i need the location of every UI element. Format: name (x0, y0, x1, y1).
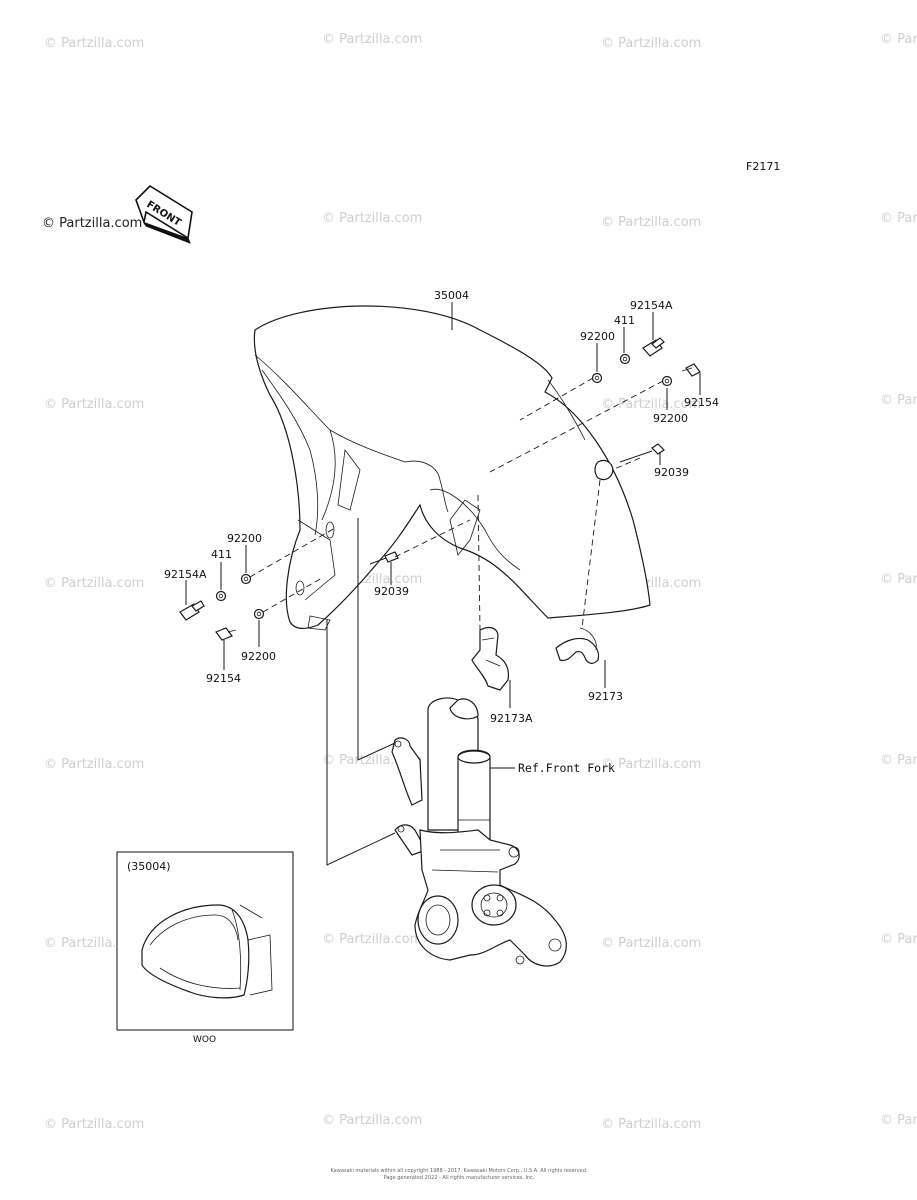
callout-92173: 92173 (588, 690, 623, 703)
watermark: © Partzilla.com (601, 757, 701, 772)
front-fender-part (253, 305, 651, 631)
callout-92154a-right: 92154A (630, 299, 673, 312)
callout-92200-left-bottom: 92200 (241, 650, 276, 663)
watermark: © Partzilla.com (880, 393, 917, 408)
callout-92154-right: 92154 (684, 396, 719, 409)
watermark: © Partzilla.com (44, 36, 144, 51)
watermark: © Partzilla.com (44, 576, 144, 591)
front-fork-part (391, 697, 567, 967)
watermark: © Partzilla.com (880, 572, 917, 587)
assembly-lines (249, 377, 664, 866)
callout-35004: 35004 (434, 289, 469, 302)
callout-92154a-left: 92154A (164, 568, 207, 581)
copyright-line-2: Page generated 2022 - All rights manufac… (384, 1175, 535, 1181)
copyright-line-1: Kawasaki materials within all copyright … (330, 1168, 587, 1174)
logo-watermark: © Partzilla.com (42, 216, 142, 231)
callout-92173a: 92173A (490, 712, 533, 725)
callout-92200-right-top: 92200 (580, 330, 615, 343)
watermark: © Partzilla.com (601, 1117, 701, 1132)
watermark: © Partzilla.com (880, 211, 917, 226)
watermark: © Partzilla.com (44, 757, 144, 772)
callout-92200-right-bottom: 92200 (653, 412, 688, 425)
watermark: © Partzilla.com (880, 932, 917, 947)
watermark: © Partzilla.com (44, 1117, 144, 1132)
copyright-footer: Kawasaki materials within all copyright … (330, 1168, 587, 1181)
watermark: © Partzilla.com (601, 36, 701, 51)
callout-92039-left: 92039 (374, 585, 409, 598)
watermark: © Partzilla.com (322, 1113, 422, 1128)
callout-labels: 35004 92154A 411 92200 92154 92200 92039… (164, 289, 719, 775)
callout-92154-left: 92154 (206, 672, 241, 685)
inset-fender-part (141, 904, 273, 999)
watermark: © Partzilla.com (322, 32, 422, 47)
watermark: © Partzilla.com (880, 753, 917, 768)
callout-92039-right: 92039 (654, 466, 689, 479)
inset-title: (35004) (127, 860, 171, 873)
left-hardware (179, 551, 399, 641)
watermark: © Partzilla.com (880, 32, 917, 47)
watermark: © Partzilla.com (44, 397, 144, 412)
callout-411-left: 411 (211, 548, 232, 561)
figure-code: F2171 (746, 160, 780, 173)
leader-lines (185, 302, 701, 769)
inset-caption: WOO (193, 1035, 216, 1045)
callout-92200-left-top: 92200 (227, 532, 262, 545)
front-arrow-icon: FRONT (135, 184, 193, 244)
watermark: © Partzilla.com (880, 1113, 917, 1128)
watermark: © Partzilla.com (322, 211, 422, 226)
watermark: © Partzilla.com (601, 936, 701, 951)
bracket-parts (471, 626, 600, 691)
watermark: © Partzilla.com (601, 215, 701, 230)
right-hardware (591, 337, 701, 463)
callout-ref-front-fork: Ref.Front Fork (518, 761, 615, 775)
watermark: © Partzilla.com (322, 932, 422, 947)
inset-variant-box: (35004) WOO (116, 851, 294, 1045)
callout-411-right: 411 (614, 314, 635, 327)
